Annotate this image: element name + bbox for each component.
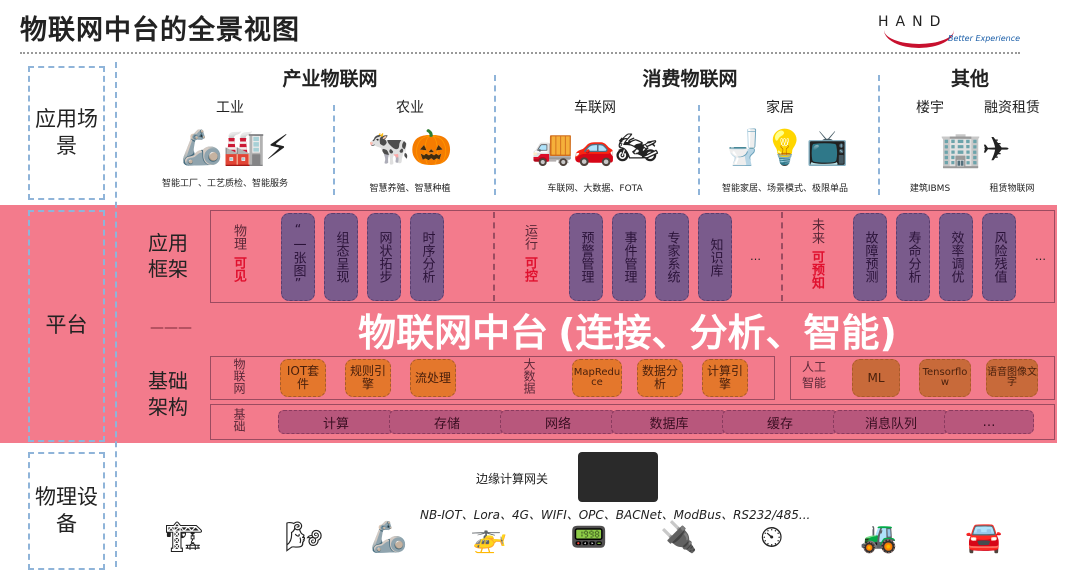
group-building: 楼宇 [916, 100, 944, 116]
base-message-queue[interactable]: 消息队列 [833, 410, 949, 434]
module-timeseries[interactable]: 时序分析 [410, 213, 444, 301]
truck-car-motorcycle-icon: 🚚🚗🏍 [531, 128, 659, 168]
label-predictable: 可预知 [809, 250, 824, 289]
separator: ——— [150, 320, 192, 336]
section-industrial: 产业物联网 [282, 68, 378, 90]
base-database[interactable]: 数据库 [611, 410, 727, 434]
overlay-title: 物联网中台 [358, 310, 549, 355]
base-storage[interactable]: 存储 [389, 410, 505, 434]
module-ml[interactable]: ML [852, 359, 900, 397]
base-row [210, 404, 1055, 440]
label-bigdata: 大数据 [522, 358, 536, 394]
label-visible: 可见 [231, 256, 246, 282]
group-industry: 工业 [216, 100, 244, 116]
module-speech-image-text[interactable]: 语音图像文字 [986, 359, 1038, 397]
building-plane-icon: 🏢✈ [939, 130, 1011, 170]
label-controllable: 可控 [522, 256, 537, 282]
label-ai: 人工智能 [802, 360, 827, 390]
edge-gateway-icon [578, 452, 658, 502]
module-config[interactable]: 组态呈现 [324, 213, 358, 301]
app-framework-row [210, 210, 1055, 303]
section-other: 其他 [950, 68, 989, 90]
group-connected-car: 车联网 [574, 100, 616, 116]
label-physical: 物理 [231, 224, 246, 250]
divider [494, 75, 496, 195]
section-consumer: 消费物联网 [642, 68, 738, 90]
module-risk[interactable]: 风险残值 [982, 213, 1016, 301]
label-infrastructure: 基础架构 [148, 369, 188, 419]
module-iot-kit[interactable]: IOT套件 [280, 359, 326, 397]
chip-icon: 🔌 [660, 520, 698, 555]
group-home: 家居 [766, 100, 794, 116]
label-physical-devices: 物理设备 [28, 452, 105, 570]
toilet-lamp-tv-icon: 🚽💡📺 [721, 128, 849, 168]
more: … [750, 250, 761, 263]
base-more[interactable]: … [944, 410, 1034, 434]
divider [781, 212, 783, 301]
label-run: 运行 [522, 224, 537, 250]
module-topology[interactable]: 网状拓步 [367, 213, 401, 301]
caption: 租赁物联网 [989, 184, 1035, 194]
module-data-analysis[interactable]: 数据分析 [637, 359, 683, 397]
module-stream[interactable]: 流处理 [410, 359, 456, 397]
divider [333, 105, 335, 195]
module-alert[interactable]: 预警管理 [569, 213, 603, 301]
module-expert[interactable]: 专家系统 [655, 213, 689, 301]
module-mapreduce[interactable]: MapReduce [572, 359, 622, 397]
base-compute[interactable]: 计算 [278, 410, 394, 434]
module-knowledge[interactable]: 知识库 [698, 213, 732, 301]
caption: 智能家居、场景模式、极限单品 [721, 184, 848, 194]
overlay-band: 物联网中台 (连接、分析、智能) [200, 304, 1055, 355]
divider [698, 105, 700, 195]
caption: 智慧养殖、智慧种植 [369, 184, 451, 194]
module-fault[interactable]: 故障预测 [853, 213, 887, 301]
meter-icon: ⏲ [760, 520, 784, 555]
loader-icon: 🚜 [860, 520, 898, 555]
more: … [1035, 250, 1046, 263]
robot-arm-icon: 🦾 [370, 520, 408, 555]
ai-row [790, 356, 1055, 400]
cow-pumpkin-icon: 🐄🎃 [367, 128, 453, 168]
divider [493, 212, 495, 301]
label-app-scenes: 应用场景 [28, 66, 105, 200]
module-tensorflow[interactable]: Tensorflow [919, 359, 971, 397]
caption: 车联网、大数据、FOTA [547, 184, 643, 194]
divider [878, 75, 880, 195]
car-icon: 🚘 [965, 520, 1003, 555]
robot-factory-turbine-icon: 🦾🏭⚡ [180, 128, 290, 168]
gateway-label: 边缘计算网关 [476, 472, 549, 486]
group-leasing: 融资租赁 [984, 100, 1040, 116]
base-network[interactable]: 网络 [500, 410, 616, 434]
base-cache[interactable]: 缓存 [722, 410, 838, 434]
label-future: 未来 [809, 218, 824, 244]
machine-icon: 🏗 [165, 520, 204, 555]
module-lifetime[interactable]: 寿命分析 [896, 213, 930, 301]
label-iot: 物联网 [232, 358, 246, 394]
sensor-icon: 📟 [570, 520, 608, 555]
caption: 建筑IBMS [909, 184, 951, 194]
label-app-framework: 应用框架 [148, 231, 188, 281]
module-one-map[interactable]: “一张图” [281, 213, 315, 301]
overlay-subtitle: (连接、分析、智能) [558, 310, 897, 355]
caption: 智能工厂、工艺质检、智能服务 [161, 179, 288, 189]
iot-bigdata-row [210, 356, 775, 400]
label-platform: 平台 [28, 210, 105, 442]
divider [115, 62, 117, 567]
label-base: 基础 [232, 408, 246, 432]
module-event[interactable]: 事件管理 [612, 213, 646, 301]
group-agriculture: 农业 [396, 100, 424, 116]
divider [20, 52, 1020, 54]
module-efficiency[interactable]: 效率调优 [939, 213, 973, 301]
wind-turbine-icon: 🌬 [285, 520, 324, 555]
module-compute-engine[interactable]: 计算引擎 [702, 359, 748, 397]
module-rule-engine[interactable]: 规则引擎 [345, 359, 391, 397]
protocols: NB-IOT、Lora、4G、WIFI、OPC、BACNet、ModBus、RS… [420, 508, 811, 522]
drone-icon: 🚁 [470, 520, 508, 555]
page-title: 物联网中台的全景视图 [20, 15, 300, 46]
